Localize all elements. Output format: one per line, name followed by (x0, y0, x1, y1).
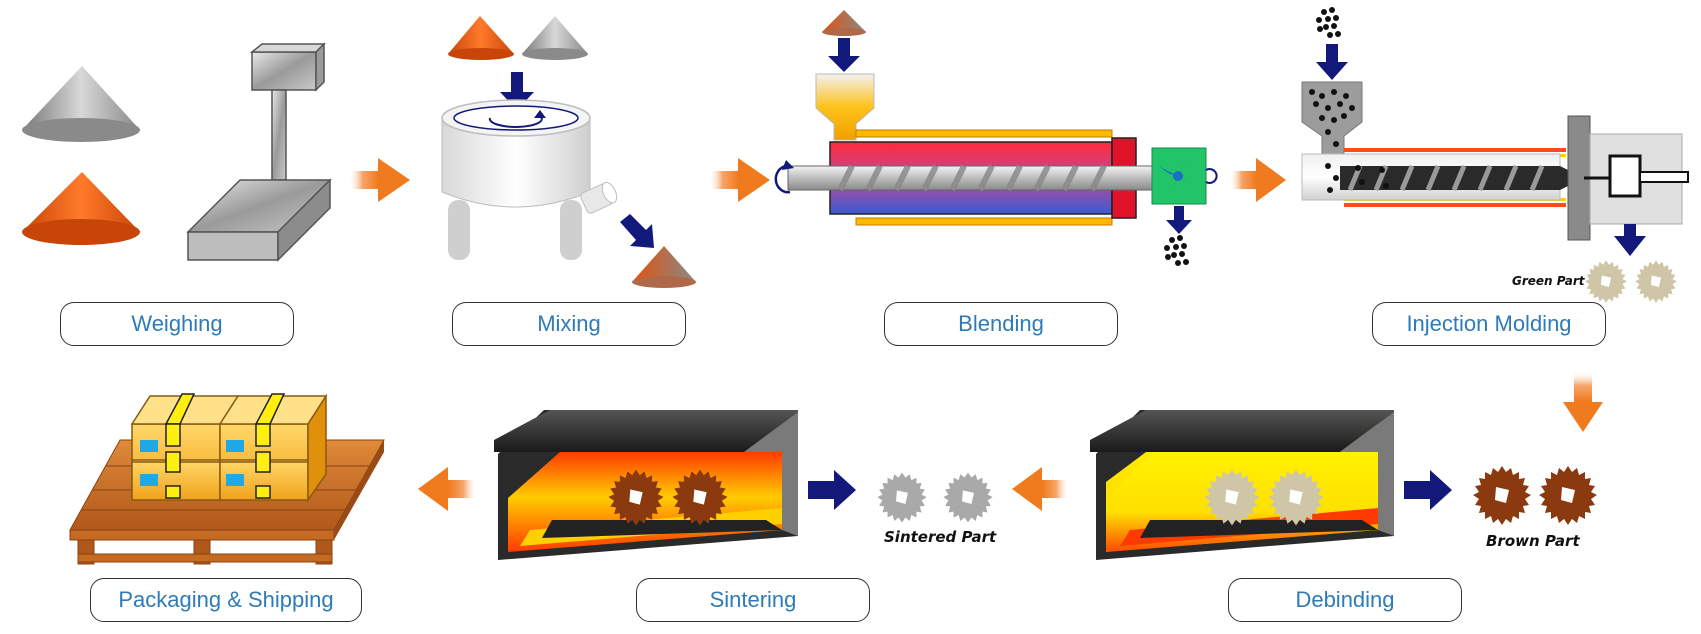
orange-powder-pile-icon (448, 16, 514, 60)
scale-icon (186, 42, 332, 262)
sintered-part-caption: Sintered Part (884, 528, 997, 546)
debinding-illustration (1090, 410, 1597, 560)
gray-powder-pile-icon (22, 66, 140, 142)
mixed-powder-pile-icon (822, 10, 866, 36)
hopper-icon (1301, 81, 1363, 157)
feed-arrow-icon (1316, 44, 1348, 80)
injection-molding-illustration (1301, 7, 1689, 303)
pelletizer-icon (1151, 147, 1218, 205)
gray-powder-pile-icon (522, 16, 588, 60)
flow-arrow-down (1563, 372, 1603, 432)
feed-arrow-icon (828, 38, 860, 72)
mold-icon (1567, 115, 1689, 241)
sintering-illustration (494, 410, 993, 560)
blending-illustration (774, 10, 1218, 266)
stage-label-injection-molding: Injection Molding (1372, 302, 1606, 346)
brown-part-gear-icon (1473, 466, 1597, 525)
flow-arrow-left (418, 467, 476, 511)
stage-label-debinding: Debinding (1228, 578, 1462, 622)
flow-arrow (350, 158, 410, 202)
green-part-gear-icon (1585, 260, 1677, 303)
output-arrow-icon (1404, 470, 1452, 510)
flow-arrow-left (1012, 467, 1068, 511)
heater-bands (855, 129, 1113, 226)
output-arrow-icon (808, 470, 856, 510)
mixing-illustration (441, 16, 696, 288)
output-arrow-icon (1166, 206, 1192, 234)
packing-tape (164, 393, 286, 499)
packaging-illustration (69, 393, 385, 565)
mixed-powder-pile-icon (632, 246, 696, 288)
hopper-icon (815, 73, 875, 141)
orange-powder-pile-icon (22, 172, 140, 245)
flow-arrow (1230, 158, 1286, 202)
stage-label-mixing: Mixing (452, 302, 686, 346)
injection-barrel-icon (1301, 153, 1584, 201)
stage-label-sintering: Sintering (636, 578, 870, 622)
feedstock-pellets-icon (1316, 7, 1341, 38)
output-arrow-icon (620, 214, 654, 248)
stage-label-packaging-shipping: Packaging & Shipping (90, 578, 362, 622)
green-part-caption: Green Part (1512, 274, 1585, 288)
flow-arrow (710, 158, 770, 202)
stage-label-weighing: Weighing (60, 302, 294, 346)
mixer-tank-icon (441, 99, 618, 260)
output-arrow-icon (1614, 224, 1646, 256)
stage-label-blending: Blending (884, 302, 1118, 346)
shipping-labels (140, 440, 244, 486)
brown-part-caption: Brown Part (1486, 532, 1580, 550)
weighing-illustration (22, 42, 332, 262)
extruder-barrel-icon (774, 137, 1155, 219)
sintered-part-gear-icon (877, 472, 993, 523)
feedstock-pellets-icon (1164, 235, 1189, 266)
